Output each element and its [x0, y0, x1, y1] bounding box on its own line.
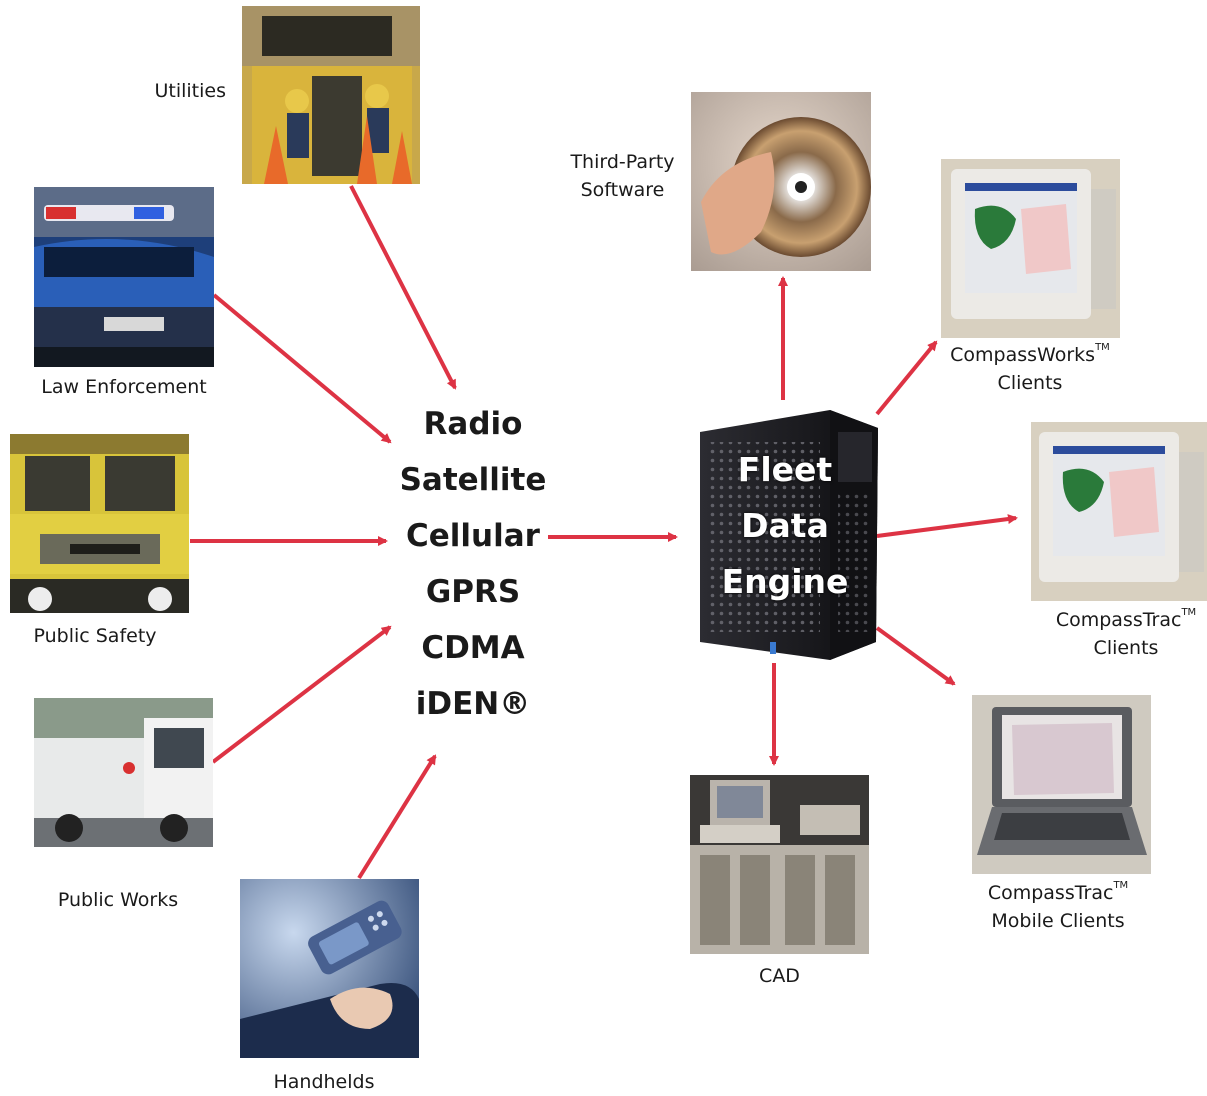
- network-list: Radio Satellite Cellular GPRS CDMA iDEN®: [380, 396, 566, 732]
- third-party-line1: Third-Party: [570, 151, 675, 173]
- compasstrac-line2: Clients: [1093, 637, 1159, 659]
- laptop-photo: [972, 695, 1151, 874]
- crt-monitor-photo: [941, 159, 1120, 338]
- compassworks-tm: TM: [1095, 342, 1110, 353]
- label-third-party: Third-Party Software: [560, 148, 685, 204]
- server-tower-photo: [700, 410, 878, 660]
- label-cad: CAD: [759, 965, 800, 987]
- engine-line-2: Data: [741, 506, 829, 545]
- arrow-compassworks: [875, 340, 938, 416]
- mobile-tm: TM: [1113, 880, 1129, 891]
- network-iden: iDEN®: [415, 686, 531, 722]
- fleet-data-engine-server: Fleet Data Engine: [690, 402, 880, 662]
- mobile-name: CompassTrac: [987, 882, 1114, 904]
- arrow-compasstrac: [876, 514, 1018, 538]
- arrow-utilities: [349, 185, 457, 390]
- crt-monitor-photo: [1031, 422, 1207, 601]
- arrow-handhelds: [357, 754, 437, 880]
- label-handhelds: Handhelds: [273, 1071, 375, 1093]
- network-radio: Radio: [423, 406, 523, 442]
- engine-label: Fleet Data Engine: [690, 442, 880, 610]
- street-sweeper-photo: [34, 698, 213, 847]
- compasstrac-name: CompassTrac: [1055, 609, 1182, 631]
- label-compasstrac-mobile: CompassTracTM Mobile Clients: [968, 879, 1148, 935]
- compasstrac-tm: TM: [1181, 607, 1197, 618]
- fire-truck-photo: [10, 434, 189, 613]
- label-compassworks: CompassWorksTM Clients: [940, 341, 1120, 397]
- arrow-public-works: [211, 625, 392, 764]
- engine-line-3: Engine: [721, 562, 849, 601]
- label-public-safety: Public Safety: [33, 625, 157, 647]
- arrow-mobile: [875, 626, 956, 686]
- compassworks-line2: Clients: [997, 372, 1063, 394]
- network-satellite: Satellite: [399, 462, 547, 498]
- police-car-photo: [34, 187, 214, 367]
- cd-disc-photo: [691, 92, 871, 271]
- label-public-works: Public Works: [57, 889, 179, 911]
- compassworks-name: CompassWorks: [950, 344, 1096, 366]
- network-cellular: Cellular: [406, 518, 540, 554]
- engine-line-1: Fleet: [737, 450, 833, 489]
- utilities-photo: [242, 6, 420, 184]
- third-party-line2: Software: [580, 179, 665, 201]
- cad-servers-photo: [690, 775, 869, 954]
- label-law-enforcement: Law Enforcement: [41, 376, 207, 398]
- label-utilities: Utilities: [154, 80, 226, 102]
- arrow-law-enforcement: [212, 293, 392, 444]
- cell-phone-photo: [240, 879, 419, 1058]
- network-cdma: CDMA: [421, 630, 525, 666]
- mobile-line2: Mobile Clients: [991, 910, 1125, 932]
- label-compasstrac: CompassTracTM Clients: [1036, 606, 1207, 662]
- network-gprs: GPRS: [425, 574, 521, 610]
